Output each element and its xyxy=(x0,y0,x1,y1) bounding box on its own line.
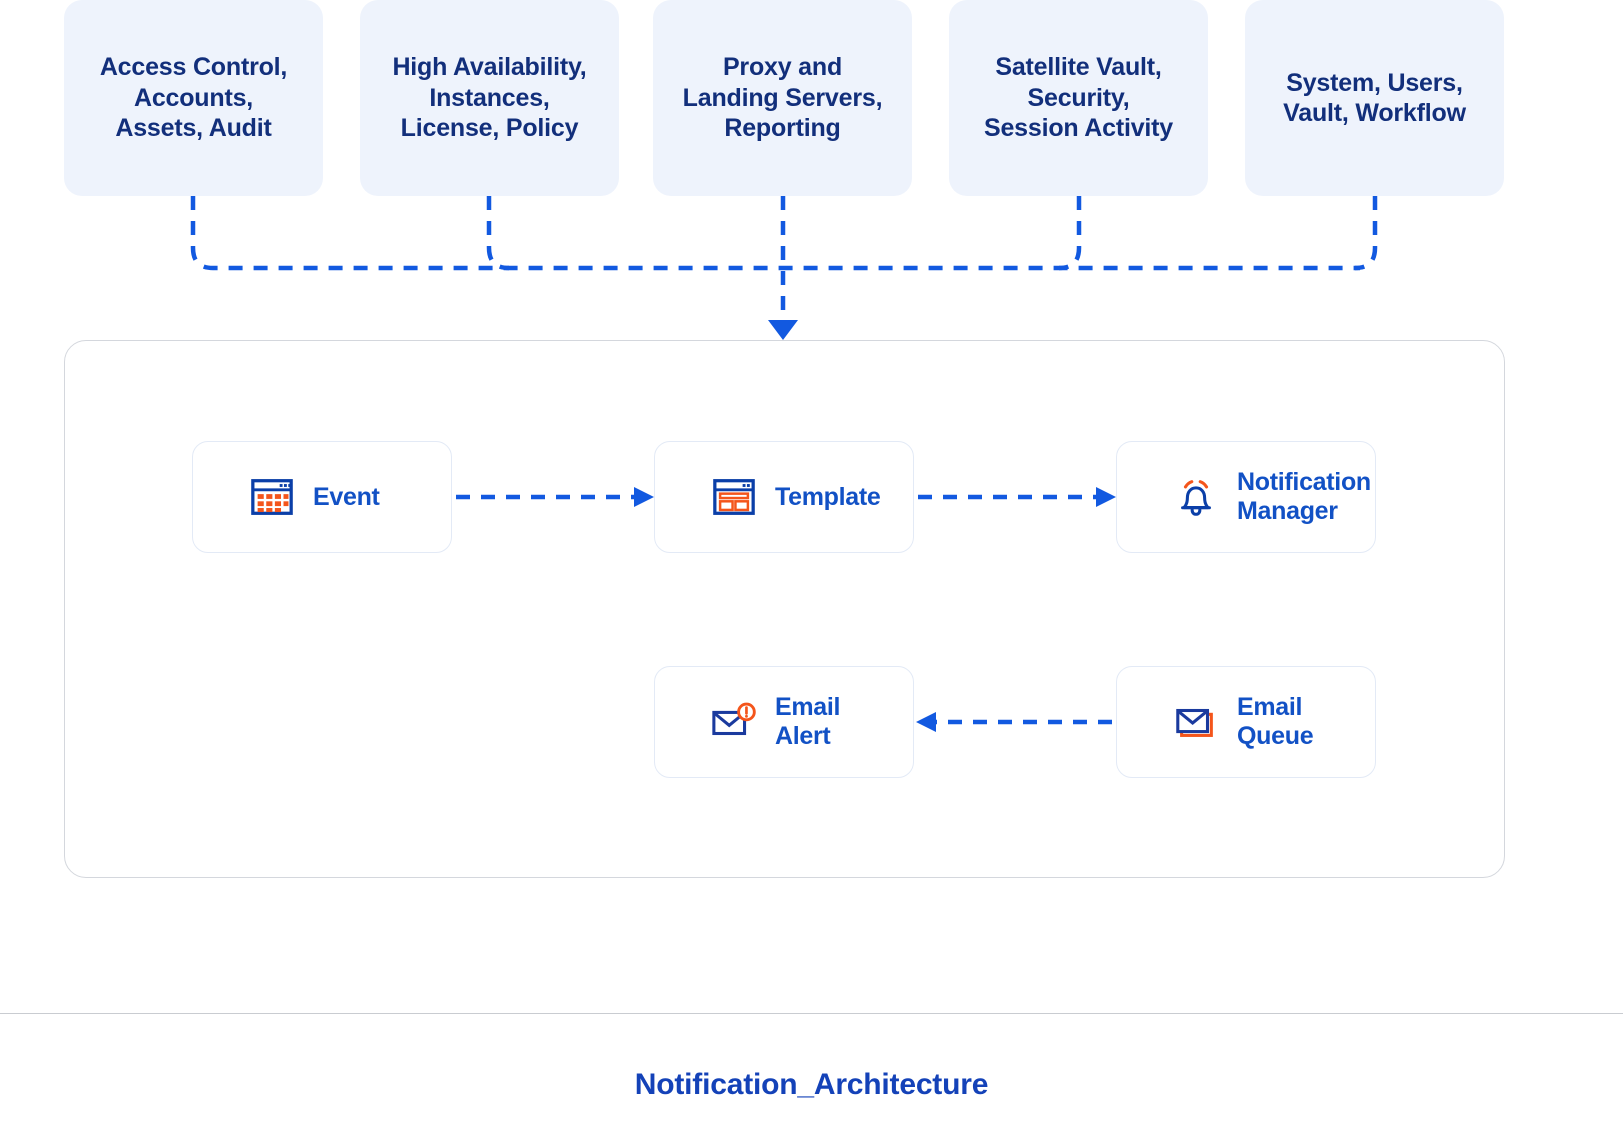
calendar-event-icon xyxy=(251,479,293,515)
node-label-notification-manager: Notification Manager xyxy=(1237,468,1371,525)
node-card-email-queue[interactable]: Email Queue xyxy=(1116,666,1376,778)
source-box-proxy-landing-servers[interactable]: Proxy and Landing Servers, Reporting xyxy=(653,0,912,196)
bell-notification-icon xyxy=(1181,480,1211,516)
source-box-label: High Availability, Instances, License, P… xyxy=(392,53,587,143)
source-box-label: Satellite Vault, Security, Session Activ… xyxy=(984,53,1173,143)
diagram-title: Notification_Architecture xyxy=(634,1068,989,1101)
connector-source-1 xyxy=(190,196,1360,271)
source-box-high-availability[interactable]: High Availability, Instances, License, P… xyxy=(360,0,619,196)
connector-source-5 xyxy=(1354,196,1378,271)
footer-divider xyxy=(0,1013,1623,1014)
source-box-label: System, Users, Vault, Workflow xyxy=(1283,68,1466,128)
node-label-email-alert: Email Alert xyxy=(775,693,841,750)
source-box-label: Proxy and Landing Servers, Reporting xyxy=(682,53,883,143)
source-box-satellite-vault[interactable]: Satellite Vault, Security, Session Activ… xyxy=(949,0,1208,196)
connector-source-2 xyxy=(486,196,510,271)
node-card-notification-manager[interactable]: Notification Manager xyxy=(1116,441,1376,553)
node-label-event: Event xyxy=(313,482,380,511)
source-box-label: Access Control, Accounts, Assets, Audit xyxy=(99,53,288,143)
email-queue-icon xyxy=(1176,708,1213,737)
arrowhead-trunk-down xyxy=(768,320,798,340)
template-window-icon xyxy=(713,479,755,515)
connector-source-4 xyxy=(1058,196,1082,271)
email-alert-icon xyxy=(712,702,756,736)
node-label-email-queue: Email Queue xyxy=(1237,693,1314,750)
notification-system-panel xyxy=(64,340,1505,878)
node-card-email-alert[interactable]: Email Alert xyxy=(654,666,914,778)
node-card-template[interactable]: Template xyxy=(654,441,914,553)
source-box-access-control[interactable]: Access Control, Accounts, Assets, Audit xyxy=(64,0,323,196)
source-box-system-users[interactable]: System, Users, Vault, Workflow xyxy=(1245,0,1504,196)
node-label-template: Template xyxy=(775,482,881,511)
node-card-event[interactable]: Event xyxy=(192,441,452,553)
